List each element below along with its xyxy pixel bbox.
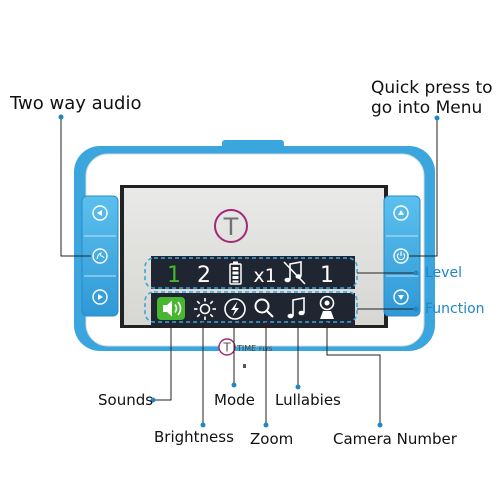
battery-icon: [229, 261, 242, 285]
right-down-button[interactable]: [393, 289, 409, 305]
sun-icon: [194, 298, 216, 320]
level-bar: [151, 256, 355, 289]
left-up-button[interactable]: [92, 205, 108, 221]
function-highlight: [144, 291, 358, 323]
camera-icon: [319, 295, 335, 319]
muted-note-icon: [283, 261, 306, 285]
zoom-level-value: x1: [253, 265, 276, 287]
brand-name-main: TIME: [236, 344, 256, 353]
arrow-up-icon: [398, 210, 404, 215]
left-button-panel: [81, 195, 119, 317]
speaker-icon: [157, 297, 185, 320]
label-function: Function: [425, 301, 485, 317]
label-menu: Quick press to go into Menu: [371, 78, 493, 118]
right-up-button[interactable]: [393, 205, 409, 221]
label-brightness: Brightness: [154, 428, 234, 446]
callout-dots: [58, 114, 440, 428]
power-icon: [396, 253, 406, 261]
screen-logo-letter: T: [223, 213, 239, 241]
left-down-button[interactable]: [92, 289, 108, 305]
screen-logo: T: [214, 209, 248, 243]
lightning-icon: [224, 298, 246, 320]
level-highlight: [144, 257, 358, 289]
arrow-down-icon: [398, 295, 404, 300]
label-sounds: Sounds: [98, 391, 154, 409]
microphone-hole: [243, 364, 246, 368]
camera-number-value: 1: [320, 263, 334, 288]
label-lullabies: Lullabies: [275, 391, 341, 409]
brightness-level-value: 2: [197, 263, 211, 288]
label-zoom: Zoom: [250, 430, 294, 448]
label-mode: Mode: [214, 391, 255, 409]
label-camera-number: Camera Number: [333, 430, 457, 448]
label-two-way-audio: Two way audio: [10, 93, 142, 114]
sounds-level-value: 1: [167, 263, 181, 288]
magnifier-icon: [254, 298, 274, 318]
talk-icon: [96, 252, 105, 260]
arrow-right-icon: [98, 294, 103, 300]
arrow-left-icon: [97, 210, 102, 216]
label-menu-line2: go into Menu: [371, 98, 483, 118]
menu-power-button[interactable]: [393, 248, 409, 264]
label-level: Level: [425, 265, 462, 281]
label-menu-line1: Quick press to: [371, 78, 493, 98]
music-note-icon: [287, 297, 305, 319]
device-logo-letter: T: [222, 341, 231, 355]
talk-button[interactable]: [92, 248, 108, 264]
callout-lines: [60, 117, 438, 425]
